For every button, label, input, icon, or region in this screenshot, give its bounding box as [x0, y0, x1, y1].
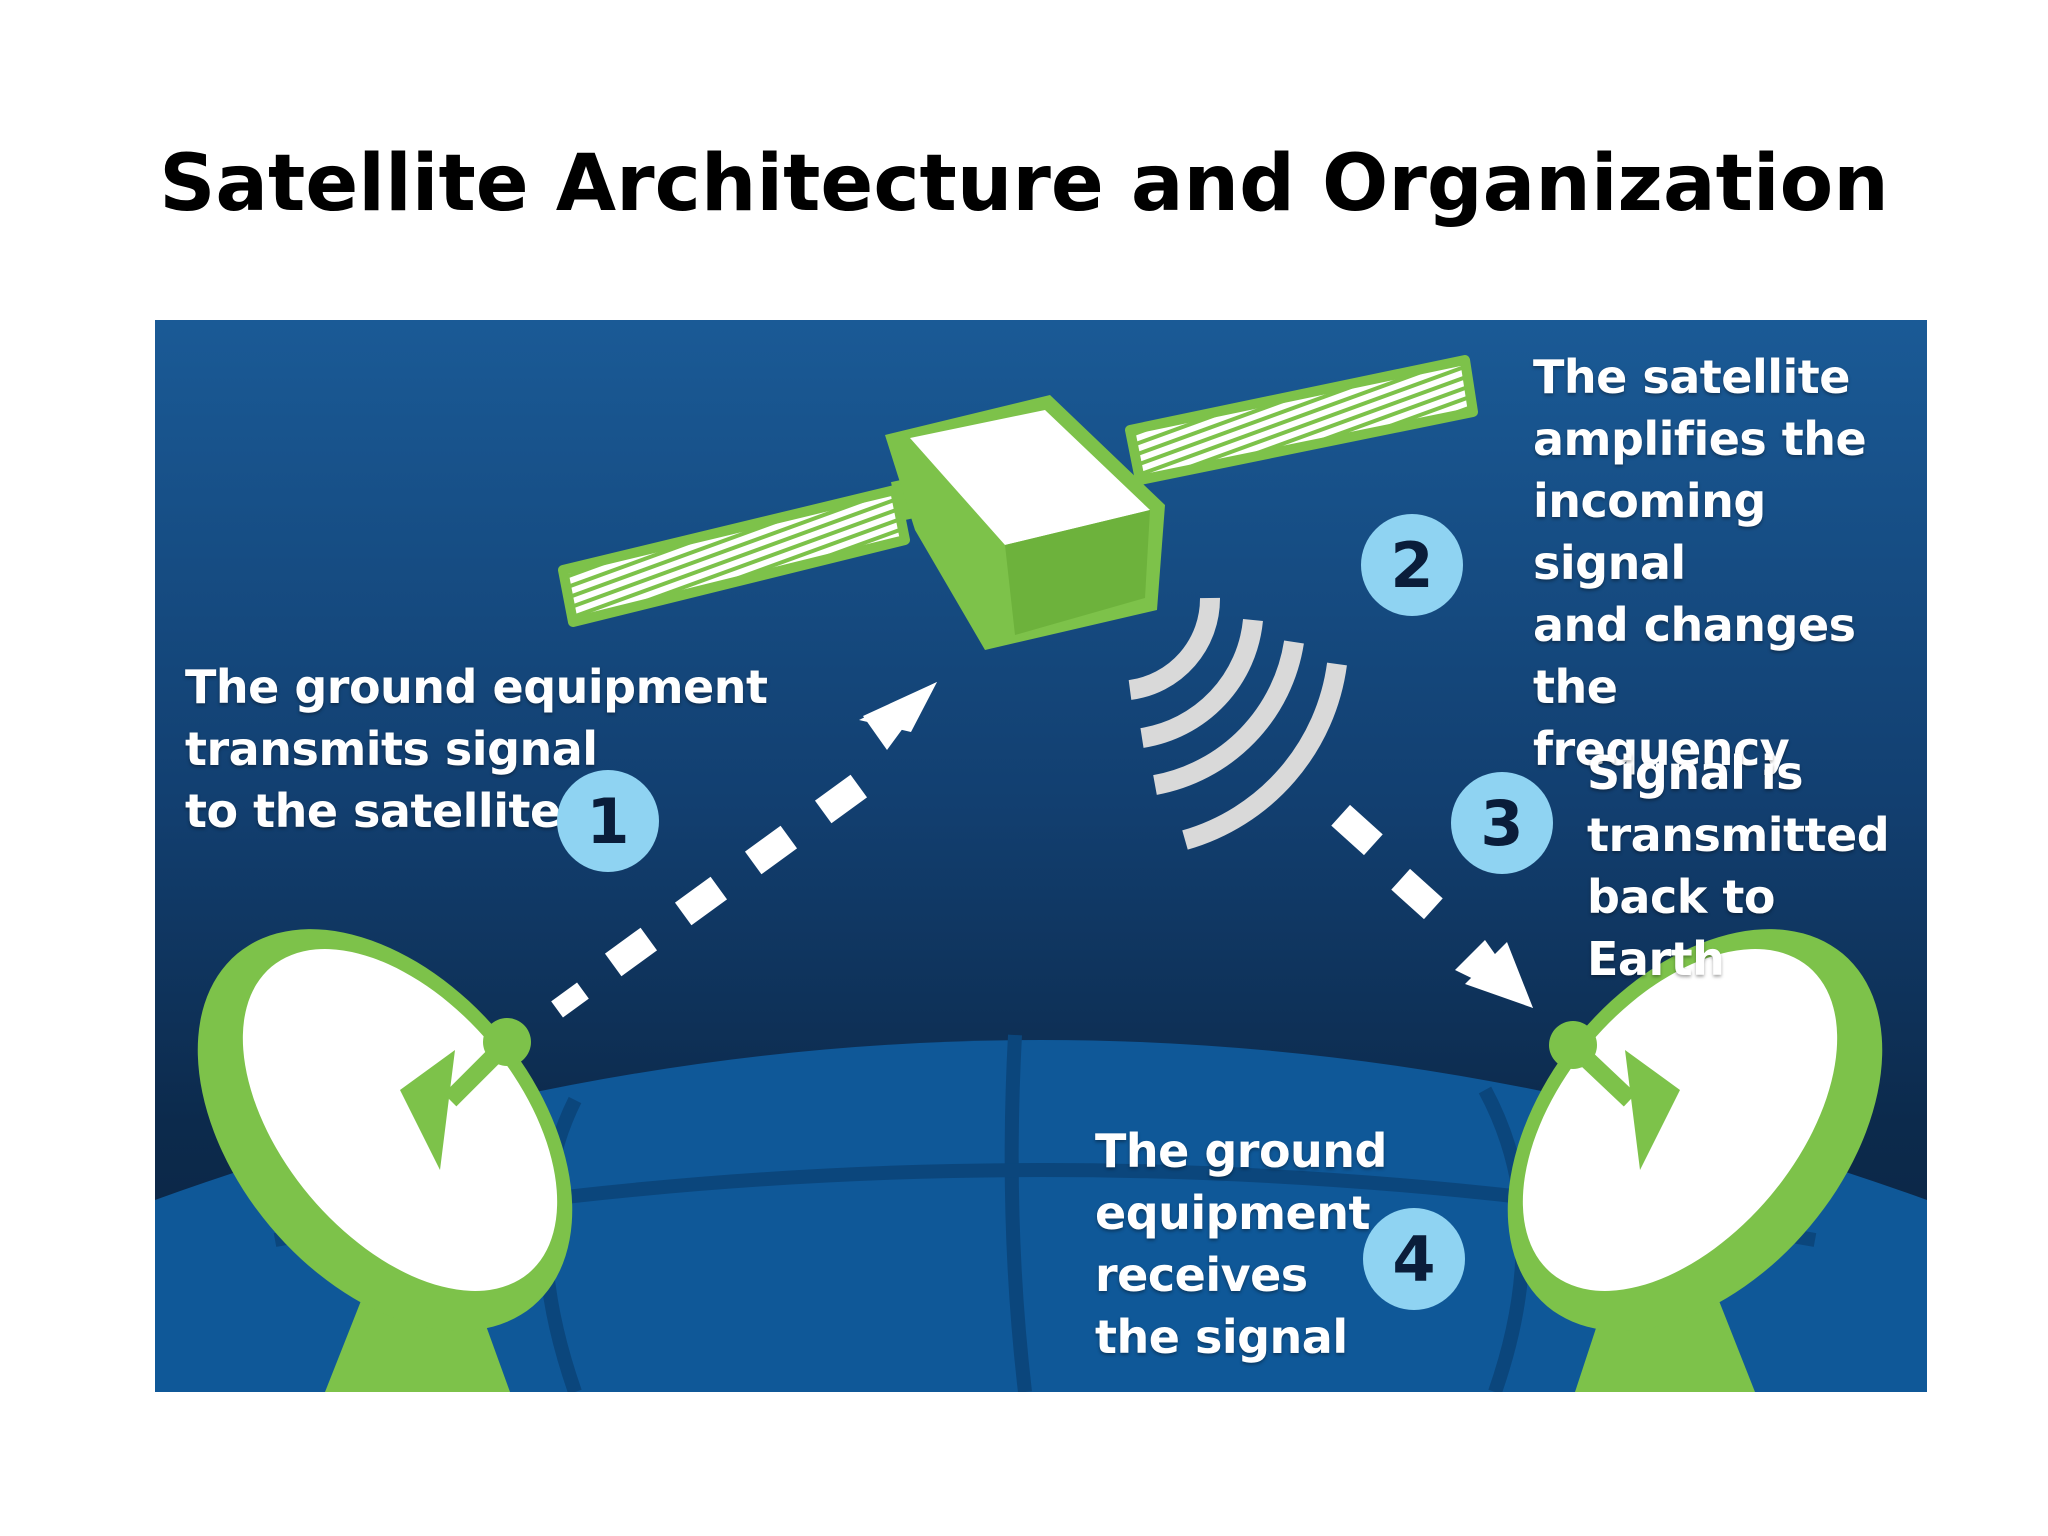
uplink-arrow: [551, 682, 937, 1018]
step-3-caption: Signal is transmitted back to Earth: [1587, 746, 1890, 986]
step-3-badge: 3: [1451, 772, 1553, 874]
step-4-caption: The ground equipment receives the signal: [1095, 1124, 1387, 1364]
signal-waves-icon: [1128, 597, 1347, 850]
dish-antenna-icon-right: [1507, 929, 1883, 1392]
dish-antenna-icon: [197, 929, 573, 1392]
step-4-badge: 4: [1363, 1208, 1465, 1310]
downlink-arrow: [1331, 804, 1533, 1008]
satellite-icon: [558, 355, 1478, 650]
diagram-artwork: [155, 320, 1927, 1392]
step-1-caption: The ground equipment transmits signal to…: [185, 660, 768, 838]
step-1-badge: 1: [557, 770, 659, 872]
slide-title: Satellite Architecture and Organization: [159, 139, 1889, 229]
step-2-badge: 2: [1361, 514, 1463, 616]
satellite-diagram: The ground equipment transmits signal to…: [155, 320, 1927, 1392]
step-2-caption: The satellite amplifies the incoming sig…: [1533, 350, 1867, 776]
